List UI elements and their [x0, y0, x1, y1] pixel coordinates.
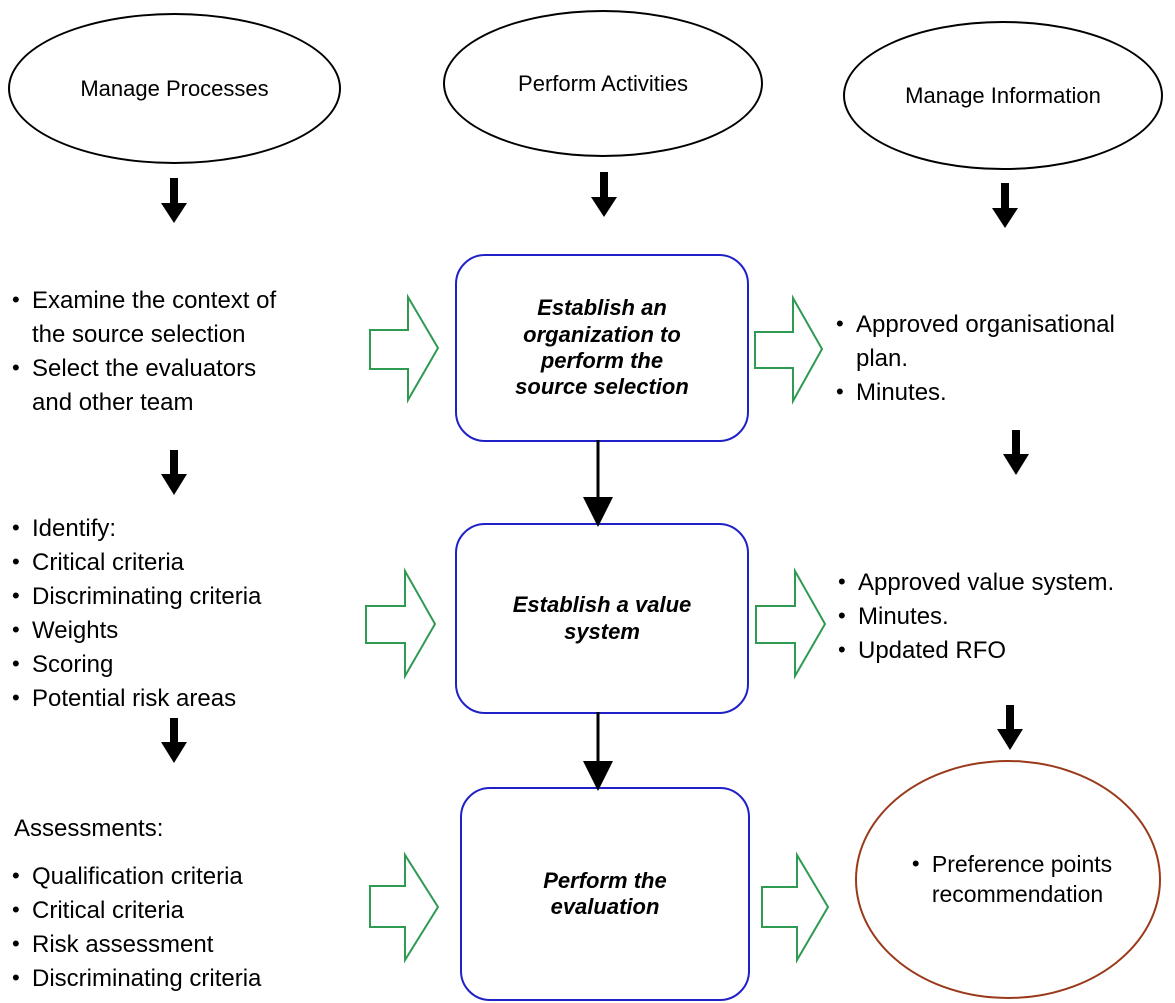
activity-line: source selection: [515, 374, 689, 400]
process-item: the source selection: [32, 321, 246, 349]
recommendation-line: recommendation: [931, 880, 1104, 907]
down-arrow: [1003, 430, 1029, 475]
hollow-arrow: [369, 293, 440, 404]
process-group-3-title: Assessments:: [14, 812, 163, 846]
manage-information-label: Manage Information: [905, 82, 1101, 108]
information-group-2: Approved value system. Minutes. Updated …: [838, 566, 1114, 668]
information-item: Approved organisational: [836, 308, 1115, 342]
manage-information-ellipse: Manage Information: [843, 21, 1163, 170]
activity-line: organization to: [523, 321, 681, 347]
down-arrow: [161, 450, 187, 495]
perform-activities-ellipse: Perform Activities: [443, 10, 763, 157]
process-group-1: Examine the context of the source select…: [12, 284, 276, 420]
information-group-1: Approved organisational plan. Minutes.: [836, 308, 1115, 410]
process-item: Risk assessment: [12, 928, 261, 962]
hollow-arrow: [369, 851, 440, 964]
information-item: Minutes.: [836, 376, 1115, 410]
hollow-arrow: [754, 294, 824, 405]
process-item: Potential risk areas: [12, 682, 261, 716]
activity-line: Perform the: [543, 867, 667, 893]
manage-processes-ellipse: Manage Processes: [8, 13, 341, 164]
hollow-arrow: [755, 567, 827, 680]
hollow-arrow: [365, 567, 437, 680]
hollow-arrow: [761, 851, 830, 964]
process-item: Critical criteria: [12, 894, 261, 928]
information-item: Approved value system.: [838, 566, 1114, 600]
information-item: Minutes.: [838, 600, 1114, 634]
activity-line: perform the: [540, 348, 664, 373]
process-item: Critical criteria: [12, 546, 261, 580]
recommendation-line: Preference points: [912, 850, 1112, 880]
process-item: Discriminating criteria: [12, 962, 261, 996]
down-arrow: [992, 183, 1018, 228]
activity-line: Establish an: [537, 295, 667, 321]
perform-activities-label: Perform Activities: [518, 70, 688, 96]
process-item: Discriminating criteria: [12, 580, 261, 614]
process-item: Qualification criteria: [12, 860, 261, 894]
process-item: and other team: [32, 389, 194, 417]
down-arrow: [591, 172, 617, 217]
down-arrow: [161, 178, 187, 223]
process-group-3: Qualification criteria Critical criteria…: [12, 860, 261, 996]
process-group-2: Identify: Critical criteria Discriminati…: [12, 512, 261, 716]
down-arrow: [161, 718, 187, 763]
manage-processes-label: Manage Processes: [80, 75, 269, 101]
process-item: Examine the context of: [12, 284, 276, 318]
down-arrow: [997, 705, 1023, 750]
process-item: Identify:: [12, 512, 261, 546]
information-item: Updated RFO: [838, 634, 1114, 668]
activity-line: system: [564, 618, 640, 644]
assessments-title: Assessments:: [14, 815, 164, 842]
establish-value-system-box: Establish a value system: [455, 523, 749, 714]
establish-organization-box: Establish an organization to perform the…: [455, 254, 749, 442]
process-item: Weights: [12, 614, 261, 648]
perform-evaluation-box: Perform the evaluation: [460, 787, 750, 1001]
process-item: Select the evaluators: [12, 352, 276, 386]
process-item: Scoring: [12, 648, 261, 682]
activity-line: evaluation: [550, 894, 660, 919]
recommendation-ellipse: Preference points recommendation: [855, 760, 1161, 999]
activity-line: Establish a value: [512, 592, 692, 618]
information-item: plan.: [856, 345, 909, 373]
